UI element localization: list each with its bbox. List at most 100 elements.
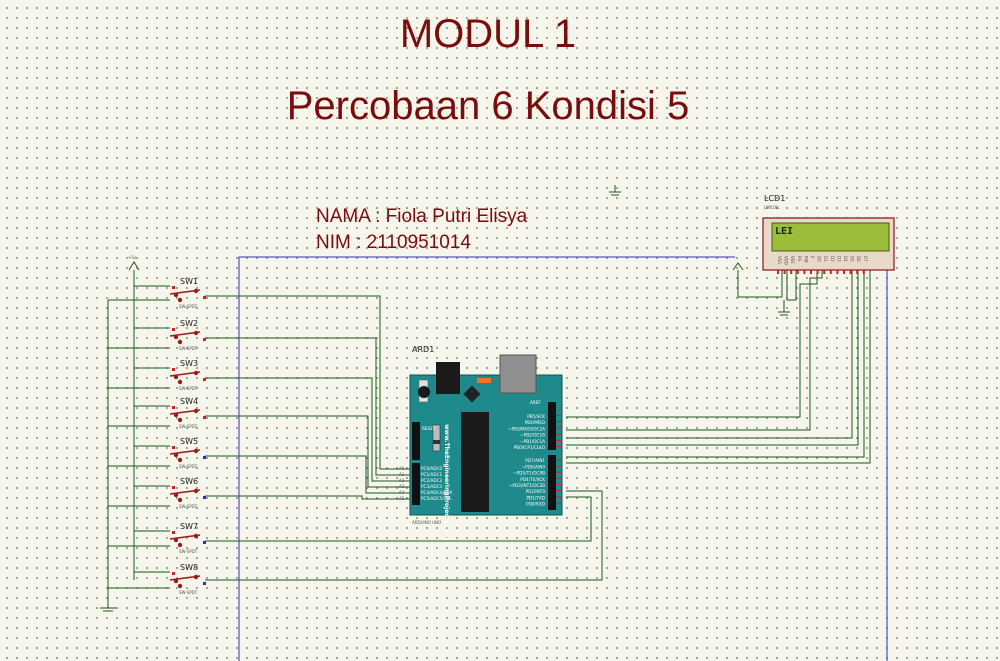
- lcd-pin-stub: [836, 270, 839, 274]
- switch-contact: [177, 497, 183, 503]
- subtitle: Percobaan 6 Kondisi 5: [286, 84, 690, 128]
- lcd-ref: LCD1: [764, 194, 785, 203]
- lcd-pin-stub: [862, 270, 865, 274]
- switch-contact: [193, 330, 199, 336]
- lcd-pin-label: RW: [803, 256, 808, 263]
- lcd-pin-stub: [783, 270, 786, 274]
- analog-header: [412, 463, 420, 505]
- digital-pin-label: ~PB1/OC1A: [520, 439, 545, 444]
- analog-alias: A4: [399, 490, 405, 495]
- lcd-pin-label: E: [810, 256, 815, 259]
- lcd-pin-stub: [810, 270, 812, 274]
- digital-pin-label: PD0/RXD: [526, 502, 545, 507]
- digital-pin-label: ~PD5/T1/OC0B: [513, 471, 545, 476]
- pin-marker: [172, 446, 175, 449]
- digital-pin-label: PB5/SCK: [527, 414, 545, 419]
- switch-ref: SW1: [180, 277, 198, 286]
- pin-marker: [172, 286, 175, 289]
- pin-marker: [203, 496, 206, 499]
- switch-contact: [193, 288, 199, 294]
- switch-contact: [177, 379, 183, 385]
- pin-marker: [203, 416, 206, 419]
- reset-button[interactable]: [418, 386, 430, 398]
- switch-contact: [193, 488, 199, 494]
- arduino-footer: ARDUINO UNO: [412, 520, 441, 525]
- pin-stub: [556, 427, 562, 429]
- analog-pin-label: PC3/ADC3: [421, 484, 443, 489]
- aref-pin-label: AREF: [530, 400, 541, 405]
- switch-part: SW-SPDT: [179, 346, 198, 351]
- digital-pin-label: PD7/AIN1: [525, 458, 545, 463]
- board-url-text: www.TheEngineeringProjects.com: [443, 424, 450, 539]
- analog-alias: A1: [399, 472, 405, 477]
- pin-stub: [556, 421, 562, 423]
- power-jack: [436, 362, 460, 394]
- lcd-pin-label: D5: [850, 256, 855, 262]
- switch-part: SW-SPDT: [179, 304, 198, 309]
- lcd-pin-stub: [849, 270, 852, 274]
- lcd-pin-label: VDD: [784, 256, 789, 265]
- lcd-pin-label: VSS: [777, 256, 782, 264]
- switch-ref: SW8: [180, 563, 198, 572]
- switch-contact: [173, 537, 179, 543]
- lcd-pin-stub: [856, 270, 859, 274]
- lcd-screen: [771, 222, 890, 252]
- switch-ref: SW2: [180, 319, 198, 328]
- usb-connector: [499, 354, 537, 394]
- lcd-pin-stub: [803, 270, 806, 274]
- digital-pin-label: PD2/INT0: [526, 489, 546, 494]
- pin-marker: [172, 406, 175, 409]
- lcd-pin-label: D1: [823, 256, 828, 262]
- pin-marker: [172, 486, 175, 489]
- led-indicator: [477, 378, 491, 383]
- switch-contact: [193, 370, 199, 376]
- switch-part: SW-SPDT: [179, 504, 198, 509]
- lcd-pin-label: D7: [863, 256, 868, 262]
- switch-contact: [173, 412, 179, 418]
- switch-bank: SW1SW-SPDTSW2SW-SPDTSW3SW-SPDTSW4SW-SPDT…: [169, 277, 206, 595]
- pin-stub: [556, 433, 562, 435]
- pin-stub: [556, 446, 562, 447]
- analog-alias: A2: [399, 478, 405, 483]
- digital-header-top: [548, 402, 556, 450]
- digital-pin-labels: PB5/SCKPB4/MISO~PB3/MOSI/OC2A~PB2/OC1B~P…: [508, 414, 562, 507]
- switch-ref: SW5: [180, 437, 198, 446]
- pin-stub: [556, 477, 562, 479]
- digital-pin-label: PB4/MISO: [525, 420, 546, 425]
- lcd-pin-stub: [843, 270, 845, 274]
- regulator-chip: [463, 385, 481, 403]
- digital-header-bottom: [548, 455, 556, 510]
- pin-marker: [203, 338, 206, 341]
- pin-marker: [203, 541, 206, 544]
- lcd-pin-stub: [796, 270, 799, 274]
- switch-contact: [173, 578, 179, 584]
- digital-pin-label: PD1/TXD: [527, 495, 545, 500]
- switch-contact: [177, 297, 183, 303]
- arduino-uno[interactable]: ARD1 www.TheEngineeringProjects.com RESE…: [399, 345, 563, 539]
- ground-symbol-top: [609, 185, 621, 196]
- lcd-wires: [566, 270, 871, 464]
- switch-contact: [173, 334, 179, 340]
- switch-contact: [177, 583, 183, 589]
- switch-contact: [177, 339, 183, 345]
- pin-marker: [203, 296, 206, 299]
- switch-rails: [100, 270, 135, 612]
- power-terminal: +5v: [128, 255, 140, 271]
- switch-contact: [173, 452, 179, 458]
- pin-marker: [172, 328, 175, 331]
- digital-pin-label: ~PB2/OC1B: [520, 433, 545, 438]
- analog-alias: A0: [399, 466, 405, 471]
- switch-ref: SW7: [180, 522, 198, 531]
- switch-contact: [193, 533, 199, 539]
